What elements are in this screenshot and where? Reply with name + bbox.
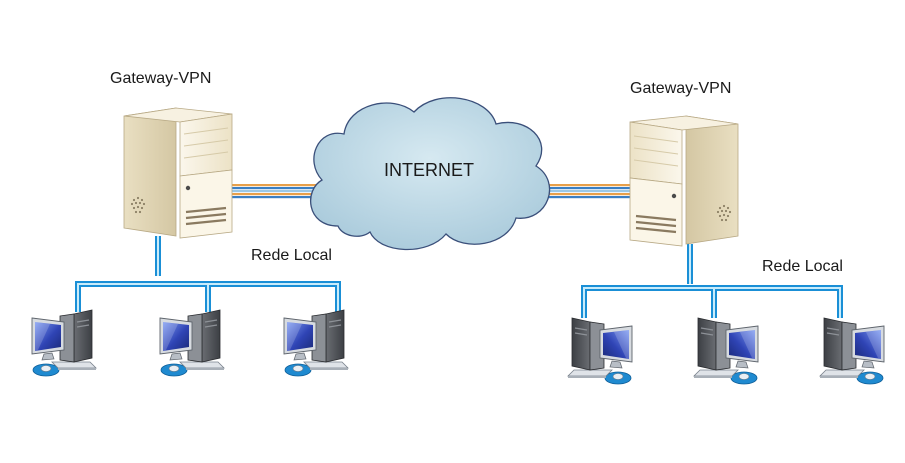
lan-left-label: Rede Local: [251, 247, 332, 264]
vpn-tunnel-right: [530, 184, 632, 199]
cloud-icon: [309, 97, 551, 251]
gateway-left-label: Gateway-VPN: [110, 70, 212, 87]
internet-label: INTERNET: [384, 160, 474, 180]
lan-right-label: Rede Local: [762, 258, 843, 275]
workstation-icon-left-1: [31, 309, 97, 377]
workstation-icon-right-3: [819, 317, 885, 385]
workstation-icon-left-3: [283, 309, 349, 377]
workstation-icon-right-2: [693, 317, 759, 385]
server-icon-right: [628, 114, 740, 248]
gateway-right-label: Gateway-VPN: [630, 80, 732, 97]
workstation-icon-right-1: [567, 317, 633, 385]
lan-cabling-left: [75, 236, 341, 312]
lan-cabling-right: [581, 244, 843, 318]
workstation-icon-left-2: [159, 309, 225, 377]
vpn-tunnel-left: [230, 184, 322, 199]
server-icon-left: [122, 106, 234, 240]
